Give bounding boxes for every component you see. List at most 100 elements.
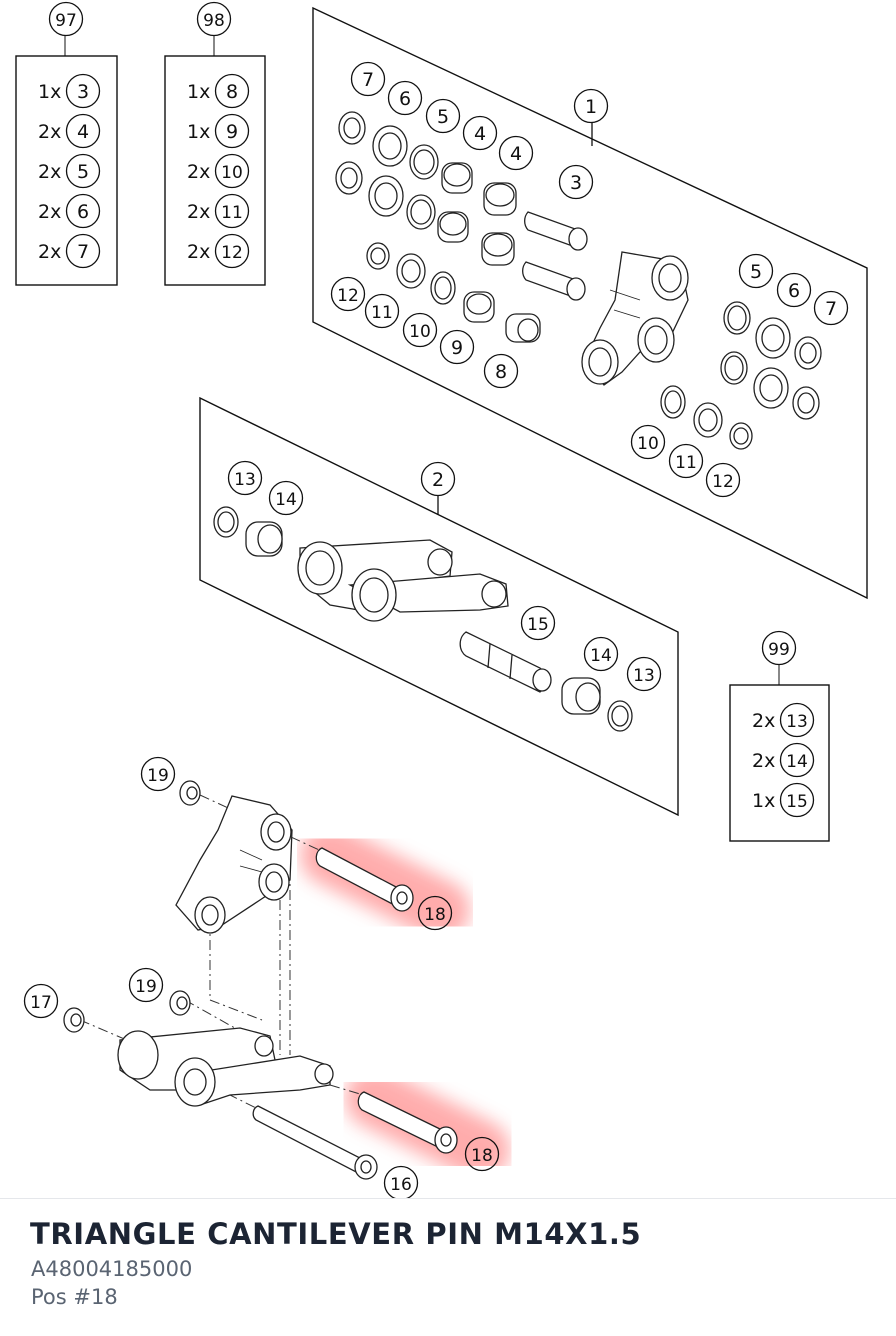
callout-c19b[interactable]: 19 bbox=[128, 967, 164, 1003]
kit-row-part-circle bbox=[214, 73, 250, 109]
callout-c13a[interactable]: 13 bbox=[227, 460, 263, 496]
callout-c11a[interactable]: 11 bbox=[364, 293, 400, 329]
kit-panel-2 bbox=[199, 396, 679, 817]
callout-label: 4 bbox=[510, 143, 522, 165]
callout-label: 17 bbox=[30, 993, 52, 1013]
callout-circle bbox=[668, 443, 704, 479]
part-number: A48004185000 bbox=[31, 1257, 193, 1281]
kit-row-part-circle bbox=[214, 113, 250, 149]
callout-c16[interactable]: 16 bbox=[383, 1165, 419, 1200]
kit-row-qty: 1x bbox=[187, 121, 210, 143]
callout-label: 12 bbox=[337, 286, 359, 306]
kit-row-part-circle bbox=[65, 73, 101, 109]
callout-label: 11 bbox=[371, 303, 393, 323]
callout-c18a[interactable]: 18 bbox=[417, 895, 453, 931]
pin-18-upper[interactable] bbox=[315, 847, 414, 912]
callout-c6b[interactable]: 6 bbox=[776, 272, 812, 308]
callout-c19a[interactable]: 19 bbox=[140, 756, 176, 792]
callout-label: 6 bbox=[399, 88, 411, 110]
callout-circle bbox=[573, 88, 609, 124]
part-position: Pos #18 bbox=[31, 1285, 118, 1309]
callout-c2[interactable]: 2 bbox=[420, 461, 456, 497]
kit-row-part: 15 bbox=[786, 792, 808, 812]
callout-c13b[interactable]: 13 bbox=[626, 656, 662, 692]
callout-circle bbox=[558, 164, 594, 200]
callout-label: 15 bbox=[527, 615, 549, 635]
callout-label: 10 bbox=[409, 322, 431, 342]
callout-circle bbox=[330, 276, 366, 312]
callout-label: 7 bbox=[825, 298, 837, 320]
callout-c14b[interactable]: 14 bbox=[583, 636, 619, 672]
callout-c11b[interactable]: 11 bbox=[668, 443, 704, 479]
callout-c6a[interactable]: 6 bbox=[387, 80, 423, 116]
kit-row-qty: 2x bbox=[38, 201, 61, 223]
callout-label: 14 bbox=[590, 646, 612, 666]
callout-label: 7 bbox=[362, 69, 374, 91]
exploded-parts-diagram: 971x32x42x52x62x7981x81x92x102x112x12992… bbox=[15, 1, 868, 1200]
kit-row-qty: 2x bbox=[752, 750, 775, 772]
kit-row-qty: 2x bbox=[38, 241, 61, 263]
callout-circle bbox=[268, 480, 304, 516]
callout-c10b[interactable]: 10 bbox=[630, 424, 666, 460]
callout-circle bbox=[439, 329, 475, 365]
callout-c15[interactable]: 15 bbox=[520, 605, 556, 641]
callout-circle bbox=[630, 424, 666, 460]
kit-row-qty: 2x bbox=[187, 161, 210, 183]
kit-row-part: 7 bbox=[77, 241, 89, 263]
callout-circle bbox=[626, 656, 662, 692]
callout-c14a[interactable]: 14 bbox=[268, 480, 304, 516]
kit-row-part-circle bbox=[779, 782, 815, 818]
callout-circle bbox=[140, 756, 176, 792]
callout-c8[interactable]: 8 bbox=[483, 353, 519, 389]
callout-circle bbox=[462, 115, 498, 151]
callout-c10a[interactable]: 10 bbox=[402, 312, 438, 348]
kit-row-qty: 2x bbox=[38, 161, 61, 183]
callout-c1[interactable]: 1 bbox=[573, 88, 609, 124]
callout-c17[interactable]: 17 bbox=[23, 983, 59, 1019]
callout-c5a[interactable]: 5 bbox=[425, 98, 461, 134]
bushing-set-upper bbox=[335, 111, 588, 343]
callout-label: 14 bbox=[275, 490, 297, 510]
callout-label: 9 bbox=[451, 337, 463, 359]
kit-row-part-circle bbox=[779, 742, 815, 778]
callout-circle bbox=[425, 98, 461, 134]
pin-18-lower[interactable] bbox=[357, 1091, 458, 1154]
callout-c7b[interactable]: 7 bbox=[813, 290, 849, 326]
kit-callout-label: 99 bbox=[768, 640, 790, 660]
callout-circle bbox=[350, 61, 386, 97]
kit-row-part: 9 bbox=[226, 121, 238, 143]
callout-c4b[interactable]: 4 bbox=[498, 135, 534, 171]
callout-c12b[interactable]: 12 bbox=[705, 462, 741, 498]
kit-row-part: 6 bbox=[77, 201, 89, 223]
callout-c5b[interactable]: 5 bbox=[738, 253, 774, 289]
callout-label: 4 bbox=[474, 123, 486, 145]
callout-c3[interactable]: 3 bbox=[558, 164, 594, 200]
callout-circle bbox=[583, 636, 619, 672]
callout-c18b[interactable]: 18 bbox=[464, 1136, 500, 1172]
bushing-set-right bbox=[660, 301, 822, 450]
callout-circle bbox=[738, 253, 774, 289]
kit-row-part-circle bbox=[214, 233, 250, 269]
callout-label: 1 bbox=[585, 96, 597, 118]
kit-row-qty: 1x bbox=[752, 790, 775, 812]
callout-c12a[interactable]: 12 bbox=[330, 276, 366, 312]
callout-c7a[interactable]: 7 bbox=[350, 61, 386, 97]
linkage-kit-parts bbox=[213, 506, 633, 732]
kit-callout-circle bbox=[196, 1, 232, 37]
kit-row-part-circle bbox=[65, 193, 101, 229]
kit-row-part-circle bbox=[214, 153, 250, 189]
kit-row-part: 10 bbox=[221, 163, 243, 183]
callout-circle bbox=[520, 605, 556, 641]
callout-circle bbox=[498, 135, 534, 171]
kit-row-part-circle bbox=[65, 233, 101, 269]
callout-c9[interactable]: 9 bbox=[439, 329, 475, 365]
callout-c4a[interactable]: 4 bbox=[462, 115, 498, 151]
nut-19-upper bbox=[179, 780, 201, 806]
kit-row-qty: 2x bbox=[752, 710, 775, 732]
callout-label: 10 bbox=[637, 434, 659, 454]
callout-circle bbox=[417, 895, 453, 931]
bolt-16 bbox=[252, 1105, 378, 1180]
